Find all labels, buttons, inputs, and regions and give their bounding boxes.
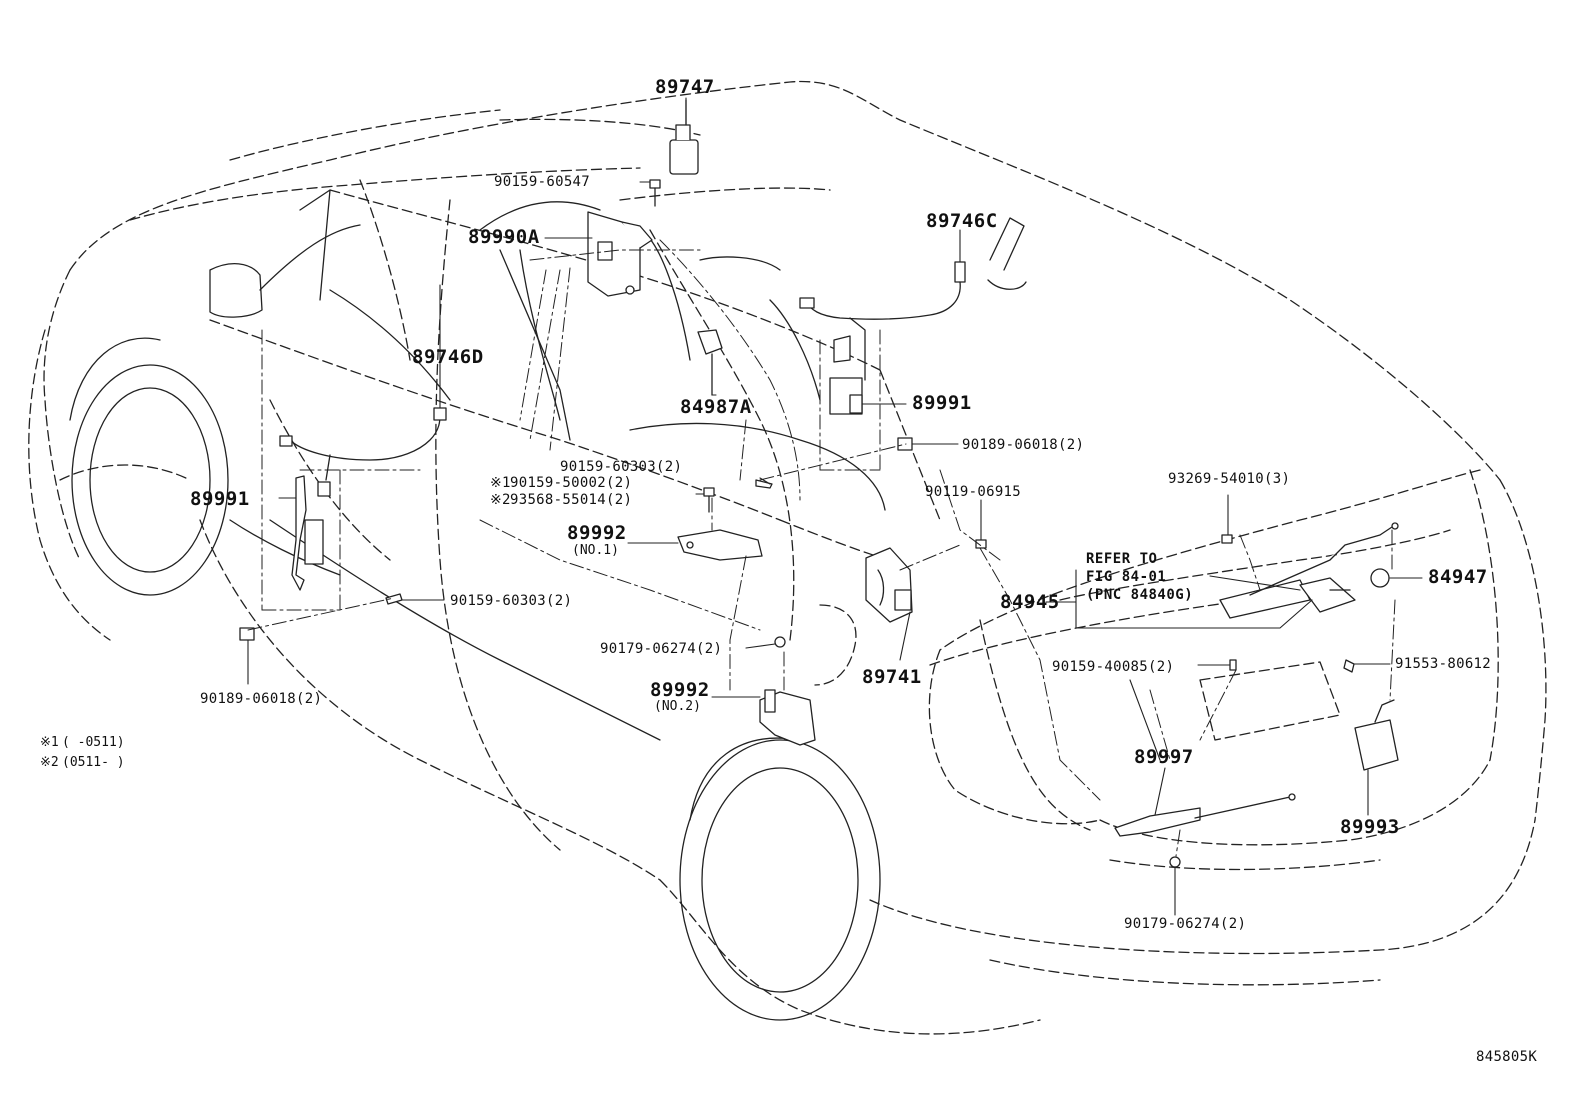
label-89990A: 89990A — [468, 226, 540, 248]
car-body-outline — [28, 80, 1547, 1035]
interior-lines — [209, 189, 1027, 741]
note-2-text: (0511- ) — [62, 755, 125, 770]
component-89992-no2 — [759, 689, 816, 746]
refer-line-2: FIG 84-01 — [1086, 569, 1167, 585]
label-90179-06274-bottom: 90179-06274(2) — [1124, 916, 1247, 932]
refer-line-1: REFER TO — [1086, 551, 1158, 567]
rear-wheel — [679, 737, 881, 1021]
label-89992-no2: 89992 — [650, 679, 710, 701]
component-84945-handle — [1219, 522, 1399, 619]
label-89997: 89997 — [1134, 746, 1194, 768]
component-84987A — [697, 329, 723, 396]
label-84987A: 84987A — [680, 396, 752, 418]
component-84947 — [1370, 568, 1390, 588]
label-90119-06915: 90119-06915 — [925, 484, 1022, 500]
component-89992-no1 — [677, 529, 763, 561]
label-90179-06274-center: 90179-06274(2) — [600, 641, 723, 657]
label-89747: 89747 — [655, 76, 715, 98]
label-93568-55014: 93568-55014(2) — [510, 492, 633, 508]
component-89990A — [587, 211, 653, 297]
label-90159-60303-center: 90159-60303(2) — [560, 459, 683, 475]
component-89991-left — [291, 475, 331, 591]
label-90189-06018-top: 90189-06018(2) — [962, 437, 1085, 453]
component-89997 — [1114, 793, 1296, 837]
label-84945: 84945 — [1000, 591, 1060, 613]
component-89746D — [279, 407, 447, 481]
component-89993 — [1354, 699, 1399, 771]
label-93269-54010: 93269-54010(3) — [1168, 471, 1291, 487]
label-90159-60547: 90159-60547 — [494, 174, 591, 190]
leader-lines — [247, 97, 1423, 916]
label-90159-40085: 90159-40085(2) — [1052, 659, 1175, 675]
note-1-text: ( -0511) — [62, 735, 125, 750]
label-89993: 89993 — [1340, 816, 1400, 838]
component-89741 — [865, 547, 913, 623]
refer-line-3: (PNC 84840G) — [1086, 587, 1194, 603]
illustration-code: 845805K — [1476, 1049, 1538, 1065]
label-89746C: 89746C — [926, 210, 998, 232]
label-89991-right: 89991 — [912, 392, 972, 414]
marker-2: ※2 — [490, 492, 511, 508]
label-89991-left: 89991 — [190, 488, 250, 510]
label-84947: 84947 — [1428, 566, 1488, 588]
note-1-marker: ※1 — [40, 735, 59, 750]
label-91553-80612: 91553-80612 — [1395, 656, 1492, 672]
note-2-marker: ※2 — [40, 755, 59, 770]
fasteners — [239, 179, 1355, 868]
label-90159-60303-left: 90159-60303(2) — [450, 593, 573, 609]
marker-1: ※1 — [490, 475, 511, 491]
label-90189-06018-left: 90189-06018(2) — [200, 691, 323, 707]
label-89746D: 89746D — [412, 346, 484, 368]
label-89992-no2-sub: (NO.2) — [654, 699, 701, 714]
label-89992-no1: 89992 — [567, 522, 627, 544]
component-89991-right — [829, 335, 863, 415]
label-89992-no1-sub: (NO.1) — [572, 543, 619, 558]
reference-lines — [247, 239, 1396, 857]
front-wheel — [69, 337, 229, 596]
component-89746C — [799, 261, 966, 381]
label-89741: 89741 — [862, 666, 922, 688]
label-90159-50002: 90159-50002(2) — [510, 475, 633, 491]
component-89747 — [669, 99, 699, 175]
